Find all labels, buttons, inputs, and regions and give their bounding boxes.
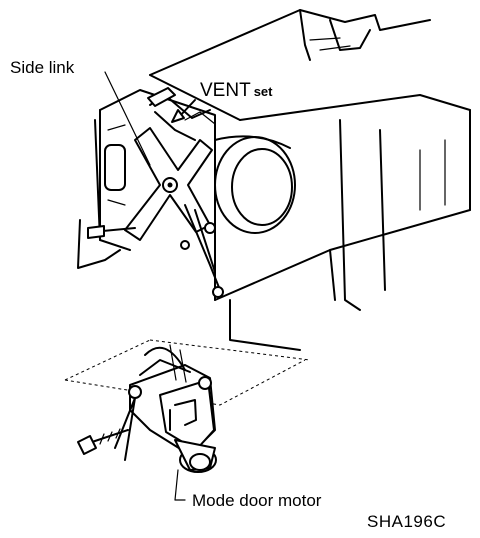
side-link bbox=[87, 87, 224, 298]
mounting-plane bbox=[64, 339, 311, 406]
side-link-leader bbox=[104, 71, 151, 166]
side-link-label: Side link bbox=[10, 58, 75, 77]
motor-leader bbox=[174, 469, 186, 501]
upper-duct-housing bbox=[149, 9, 471, 121]
vent-label: VENT bbox=[200, 80, 251, 101]
figure-code: SHA196C bbox=[367, 512, 447, 531]
round-outlet bbox=[214, 135, 296, 234]
heater-unit-body bbox=[99, 89, 471, 351]
mode-door-motor-label: Mode door motor bbox=[192, 491, 322, 510]
mode-door-motor bbox=[128, 344, 217, 473]
mounting-screw bbox=[77, 397, 136, 461]
vent-set-arrow bbox=[171, 99, 196, 123]
left-flange bbox=[77, 119, 131, 269]
vent-set-sub-label: set bbox=[253, 84, 273, 99]
